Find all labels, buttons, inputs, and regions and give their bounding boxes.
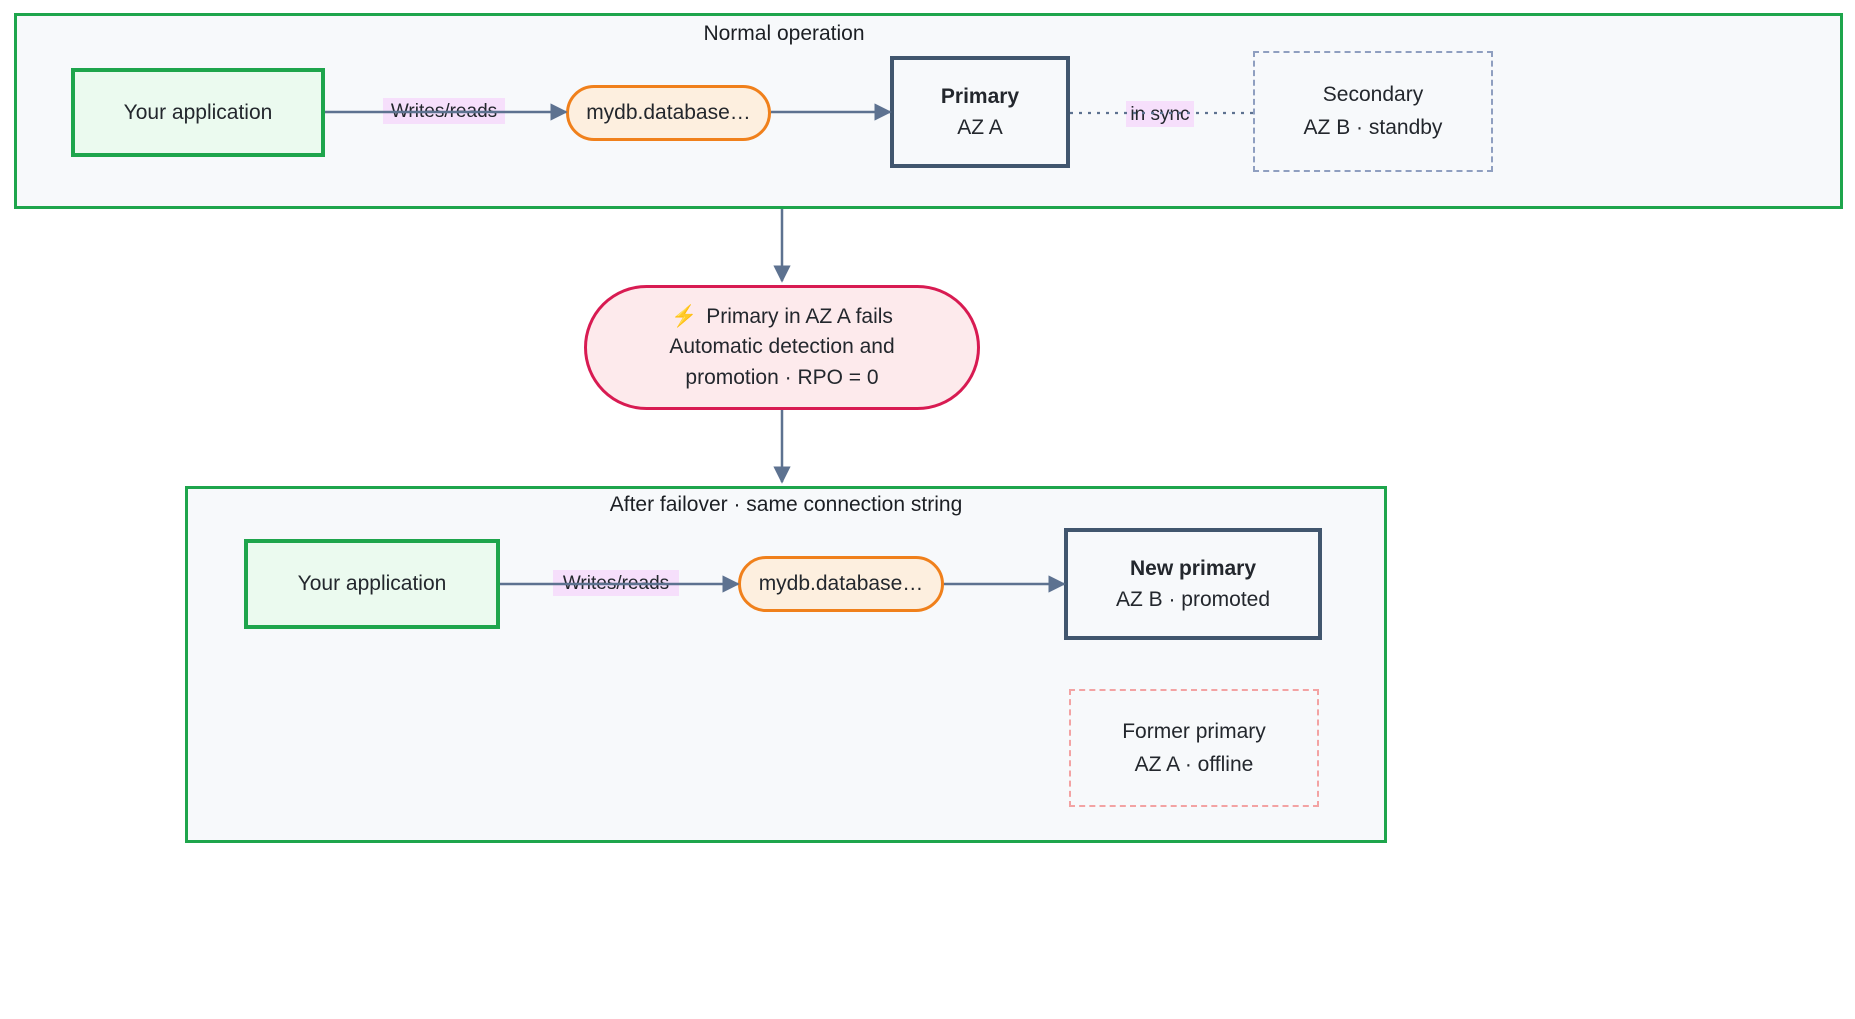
node-subtitle: AZ B · standby: [1303, 116, 1443, 139]
event-line-1-text: Primary in AZ A fails: [706, 304, 893, 328]
node-title: Former primary: [1122, 719, 1266, 743]
event-line-1: ⚡ Primary in AZ A fails: [671, 302, 893, 332]
node-title: Secondary: [1322, 83, 1424, 106]
node-your-application-top[interactable]: Your application: [71, 68, 325, 157]
node-endpoint-bottom[interactable]: mydb.database…: [738, 556, 944, 612]
group-after-failover-title-line2: string: [910, 493, 963, 516]
node-endpoint-top[interactable]: mydb.database…: [566, 85, 771, 141]
node-label: Your application: [123, 100, 273, 124]
group-after-failover-title: After failover · same connection string: [586, 491, 986, 519]
node-title: New primary: [1129, 556, 1257, 580]
node-subtitle: AZ B · promoted: [1115, 587, 1271, 611]
edge-label-writes-reads-bottom: Writes/reads: [553, 570, 679, 596]
node-failover-event[interactable]: ⚡ Primary in AZ A fails Automatic detecti…: [584, 285, 980, 410]
lightning-bolt-icon: ⚡: [671, 304, 698, 328]
node-label: mydb.database…: [758, 572, 924, 595]
edge-label-writes-reads-top: Writes/reads: [383, 98, 505, 124]
node-secondary-az-b[interactable]: Secondary AZ B · standby: [1253, 51, 1493, 172]
group-after-failover-title-line1: After failover · same connection: [609, 493, 906, 516]
node-former-primary-az-a[interactable]: Former primary AZ A · offline: [1069, 689, 1319, 807]
event-line-2: Automatic detection and: [669, 335, 895, 359]
edge-label-in-sync: in sync: [1126, 101, 1194, 127]
node-new-primary-az-b[interactable]: New primary AZ B · promoted: [1064, 528, 1322, 640]
node-title: Primary: [940, 84, 1020, 108]
group-normal-operation-title: Normal operation: [703, 22, 865, 45]
node-primary-az-a[interactable]: Primary AZ A: [890, 56, 1070, 168]
event-line-3: promotion · RPO = 0: [685, 365, 879, 389]
node-label: Your application: [297, 572, 447, 595]
node-label: mydb.database…: [586, 101, 751, 124]
node-your-application-bottom[interactable]: Your application: [244, 539, 500, 629]
node-subtitle: AZ A: [957, 115, 1003, 139]
node-subtitle: AZ A · offline: [1134, 752, 1254, 776]
